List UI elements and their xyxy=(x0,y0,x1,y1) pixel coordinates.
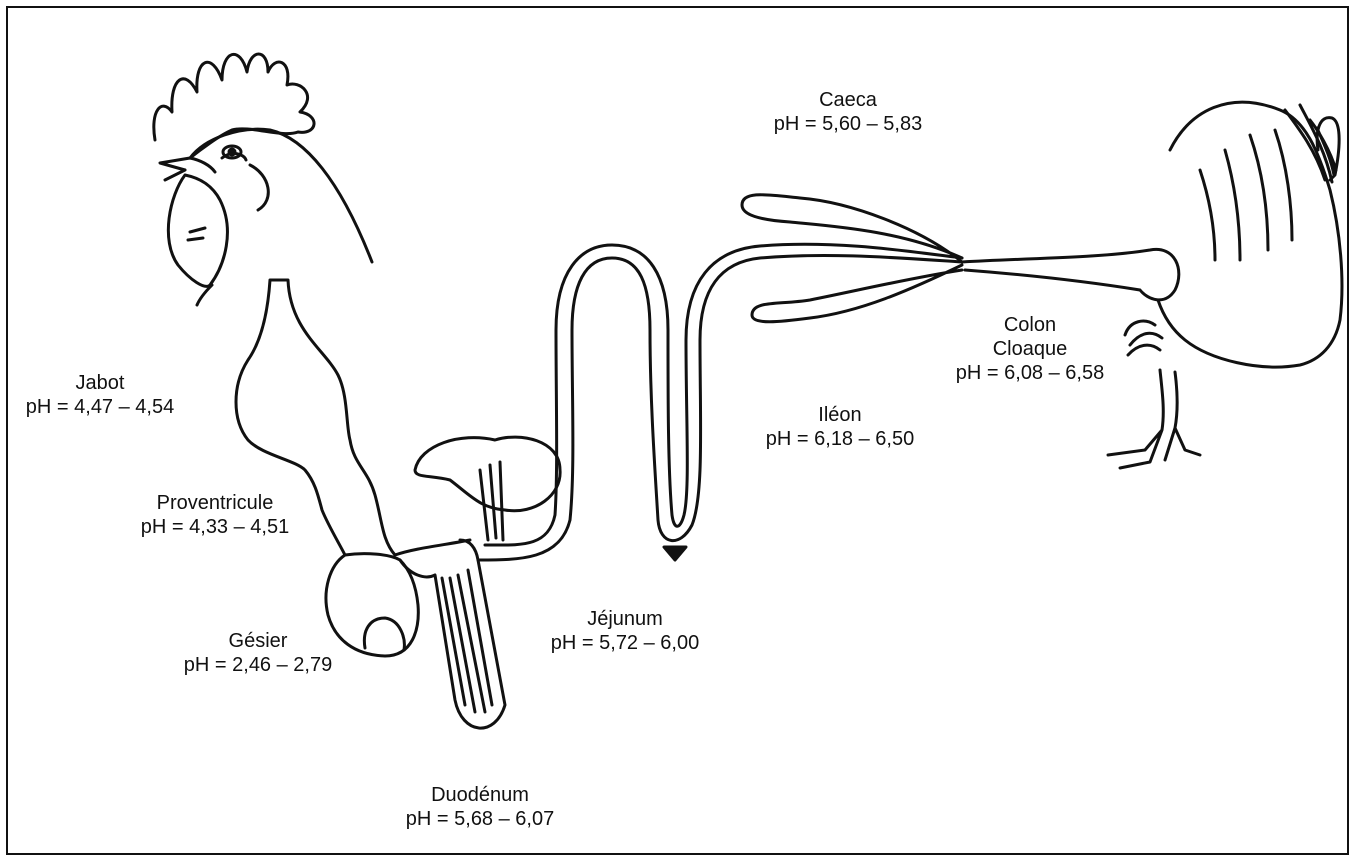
organ-name: Duodénum xyxy=(406,783,554,807)
ph-value: pH = 5,72 – 6,00 xyxy=(551,631,699,655)
ph-value: pH = 2,46 – 2,79 xyxy=(184,653,332,677)
meckel-diverticulum xyxy=(664,547,686,560)
label-caeca: Caeca pH = 5,60 – 5,83 xyxy=(774,88,922,136)
organ-name: Jabot xyxy=(26,371,174,395)
organ-name: Colon xyxy=(956,313,1104,337)
organ-name: Iléon xyxy=(766,403,914,427)
wing-feathers xyxy=(1125,321,1162,355)
ph-value: pH = 6,18 – 6,50 xyxy=(766,427,914,451)
label-duodenum: Duodénum pH = 5,68 – 6,07 xyxy=(406,783,554,831)
ph-value: pH = 6,08 – 6,58 xyxy=(956,361,1104,385)
label-jabot: Jabot pH = 4,47 – 4,54 xyxy=(26,371,174,419)
organ-name-2: Cloaque xyxy=(956,337,1104,361)
organ-name: Proventricule xyxy=(141,491,289,515)
leg xyxy=(1108,370,1200,468)
organ-name: Caeca xyxy=(774,88,922,112)
label-proventricule: Proventricule pH = 4,33 – 4,51 xyxy=(141,491,289,539)
rooster-head-illustration xyxy=(154,54,372,305)
ph-value: pH = 5,68 – 6,07 xyxy=(406,807,554,831)
ph-value: pH = 4,47 – 4,54 xyxy=(26,395,174,419)
label-gesier: Gésier pH = 2,46 – 2,79 xyxy=(184,629,332,677)
comb-shape xyxy=(154,54,314,158)
organ-name: Gésier xyxy=(184,629,332,653)
rooster-body-illustration xyxy=(1108,102,1342,468)
body-outline xyxy=(1158,102,1342,367)
ph-value: pH = 5,60 – 5,83 xyxy=(774,112,922,136)
colon-cloaca xyxy=(962,249,1179,300)
pancreas-lobe xyxy=(415,437,560,511)
upper-tract xyxy=(236,280,470,656)
duodenal-loop xyxy=(400,437,560,728)
label-ileon: Iléon pH = 6,18 – 6,50 xyxy=(766,403,914,451)
ph-value: pH = 4,33 – 4,51 xyxy=(141,515,289,539)
label-colon-cloaque: Colon Cloaque pH = 6,08 – 6,58 xyxy=(956,313,1104,385)
label-jejunum: Jéjunum pH = 5,72 – 6,00 xyxy=(551,607,699,655)
gizzard-muscle xyxy=(364,618,404,650)
organ-name: Jéjunum xyxy=(551,607,699,631)
